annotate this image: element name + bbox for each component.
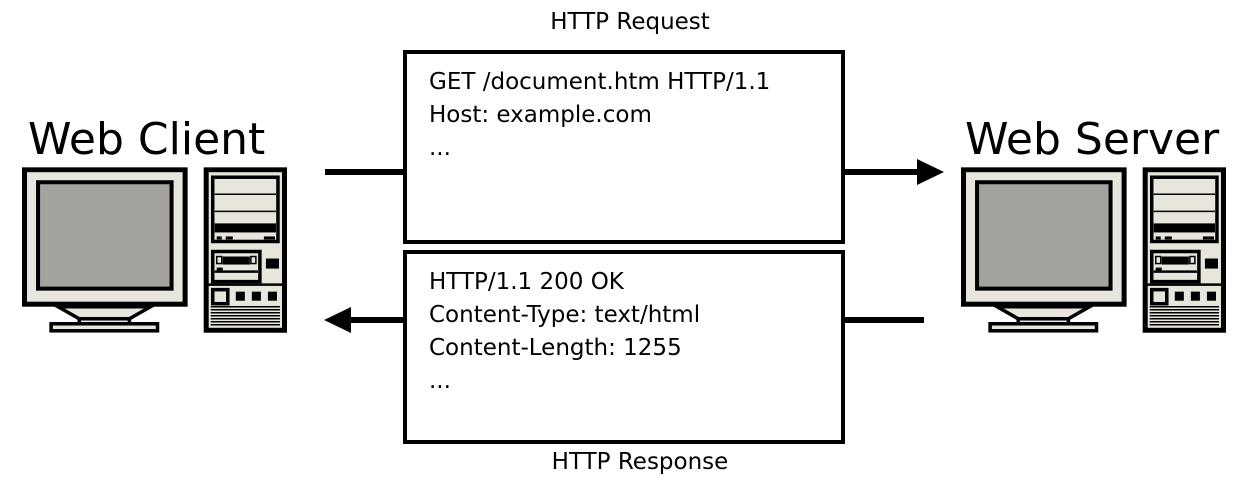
response-line: Content-Type: text/html xyxy=(429,302,701,328)
request-message-box: GET /document.htm HTTP/1.1 Host: example… xyxy=(403,50,845,244)
client-label: Web Client xyxy=(28,114,266,165)
request-line: GET /document.htm HTTP/1.1 xyxy=(429,69,771,95)
response-message-box: HTTP/1.1 200 OK Content-Type: text/html … xyxy=(403,250,845,444)
request-line: Host: example.com xyxy=(429,102,652,128)
response-line: Content-Length: 1255 xyxy=(429,335,682,361)
server-label: Web Server xyxy=(965,114,1220,165)
client-computer-icon xyxy=(22,167,287,333)
response-line: HTTP/1.1 200 OK xyxy=(429,269,624,295)
request-line: ... xyxy=(429,135,451,161)
request-title: HTTP Request xyxy=(550,9,710,35)
server-computer-icon xyxy=(961,167,1226,333)
response-title: HTTP Response xyxy=(551,449,729,475)
response-line: ... xyxy=(429,368,451,394)
